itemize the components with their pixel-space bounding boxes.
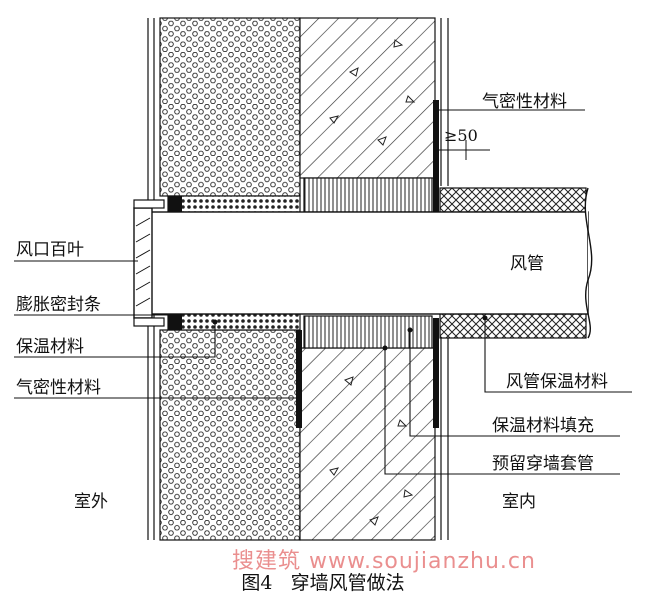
duct-break-line <box>584 187 593 339</box>
figure-caption: 图4 穿墙风管做法 <box>0 568 646 595</box>
external-insulation-bottom <box>159 329 301 541</box>
seal-band-top <box>167 195 301 213</box>
louver-blades <box>135 217 151 307</box>
label-insulation-fill: 保温材料填充 <box>492 416 594 436</box>
external-insulation-top <box>159 17 301 197</box>
air-duct <box>149 211 589 315</box>
exterior-facade-layers <box>147 18 155 540</box>
label-seal-strip: 膨胀密封条 <box>16 295 101 315</box>
duct-insulation-top <box>439 187 587 213</box>
airtight-strip-top <box>433 100 439 212</box>
sleeve-fill-top <box>303 177 433 213</box>
duct-insulation-bottom <box>439 313 587 339</box>
seal-block-bottom <box>168 314 182 330</box>
label-duct: 风管 <box>510 254 544 274</box>
label-duct-insulation: 风管保温材料 <box>506 372 608 392</box>
leader-dots <box>212 315 488 351</box>
label-outdoor: 室外 <box>74 492 108 512</box>
concrete-wall-bottom <box>299 347 436 541</box>
aggregate-marks <box>329 39 416 526</box>
label-airtight-bottom: 气密性材料 <box>16 378 101 398</box>
concrete-wall-top <box>299 17 436 179</box>
airtight-strip-bottom <box>433 318 439 428</box>
label-insulation: 保温材料 <box>16 337 84 357</box>
caption-figure-number: 图4 <box>241 572 273 594</box>
louver-flange-bottom <box>133 317 165 327</box>
seal-band-bottom <box>167 313 301 331</box>
label-louver: 风口百叶 <box>16 240 84 260</box>
label-sleeve: 预留穿墙套管 <box>492 454 594 474</box>
caption-title: 穿墙风管做法 <box>290 572 405 594</box>
label-dim-50: ≥50 <box>444 126 478 145</box>
label-indoor: 室内 <box>502 492 536 512</box>
watermark: 搜建筑 www.soujianzhu.cn <box>232 549 536 574</box>
seal-block-top <box>168 196 182 212</box>
leader-lines <box>14 109 632 475</box>
airtight-strip-outer <box>296 330 302 428</box>
louver-flange-top <box>133 199 165 209</box>
label-airtight-top: 气密性材料 <box>482 92 567 112</box>
sleeve-fill-bottom <box>303 315 433 349</box>
dimension-50 <box>433 140 490 160</box>
